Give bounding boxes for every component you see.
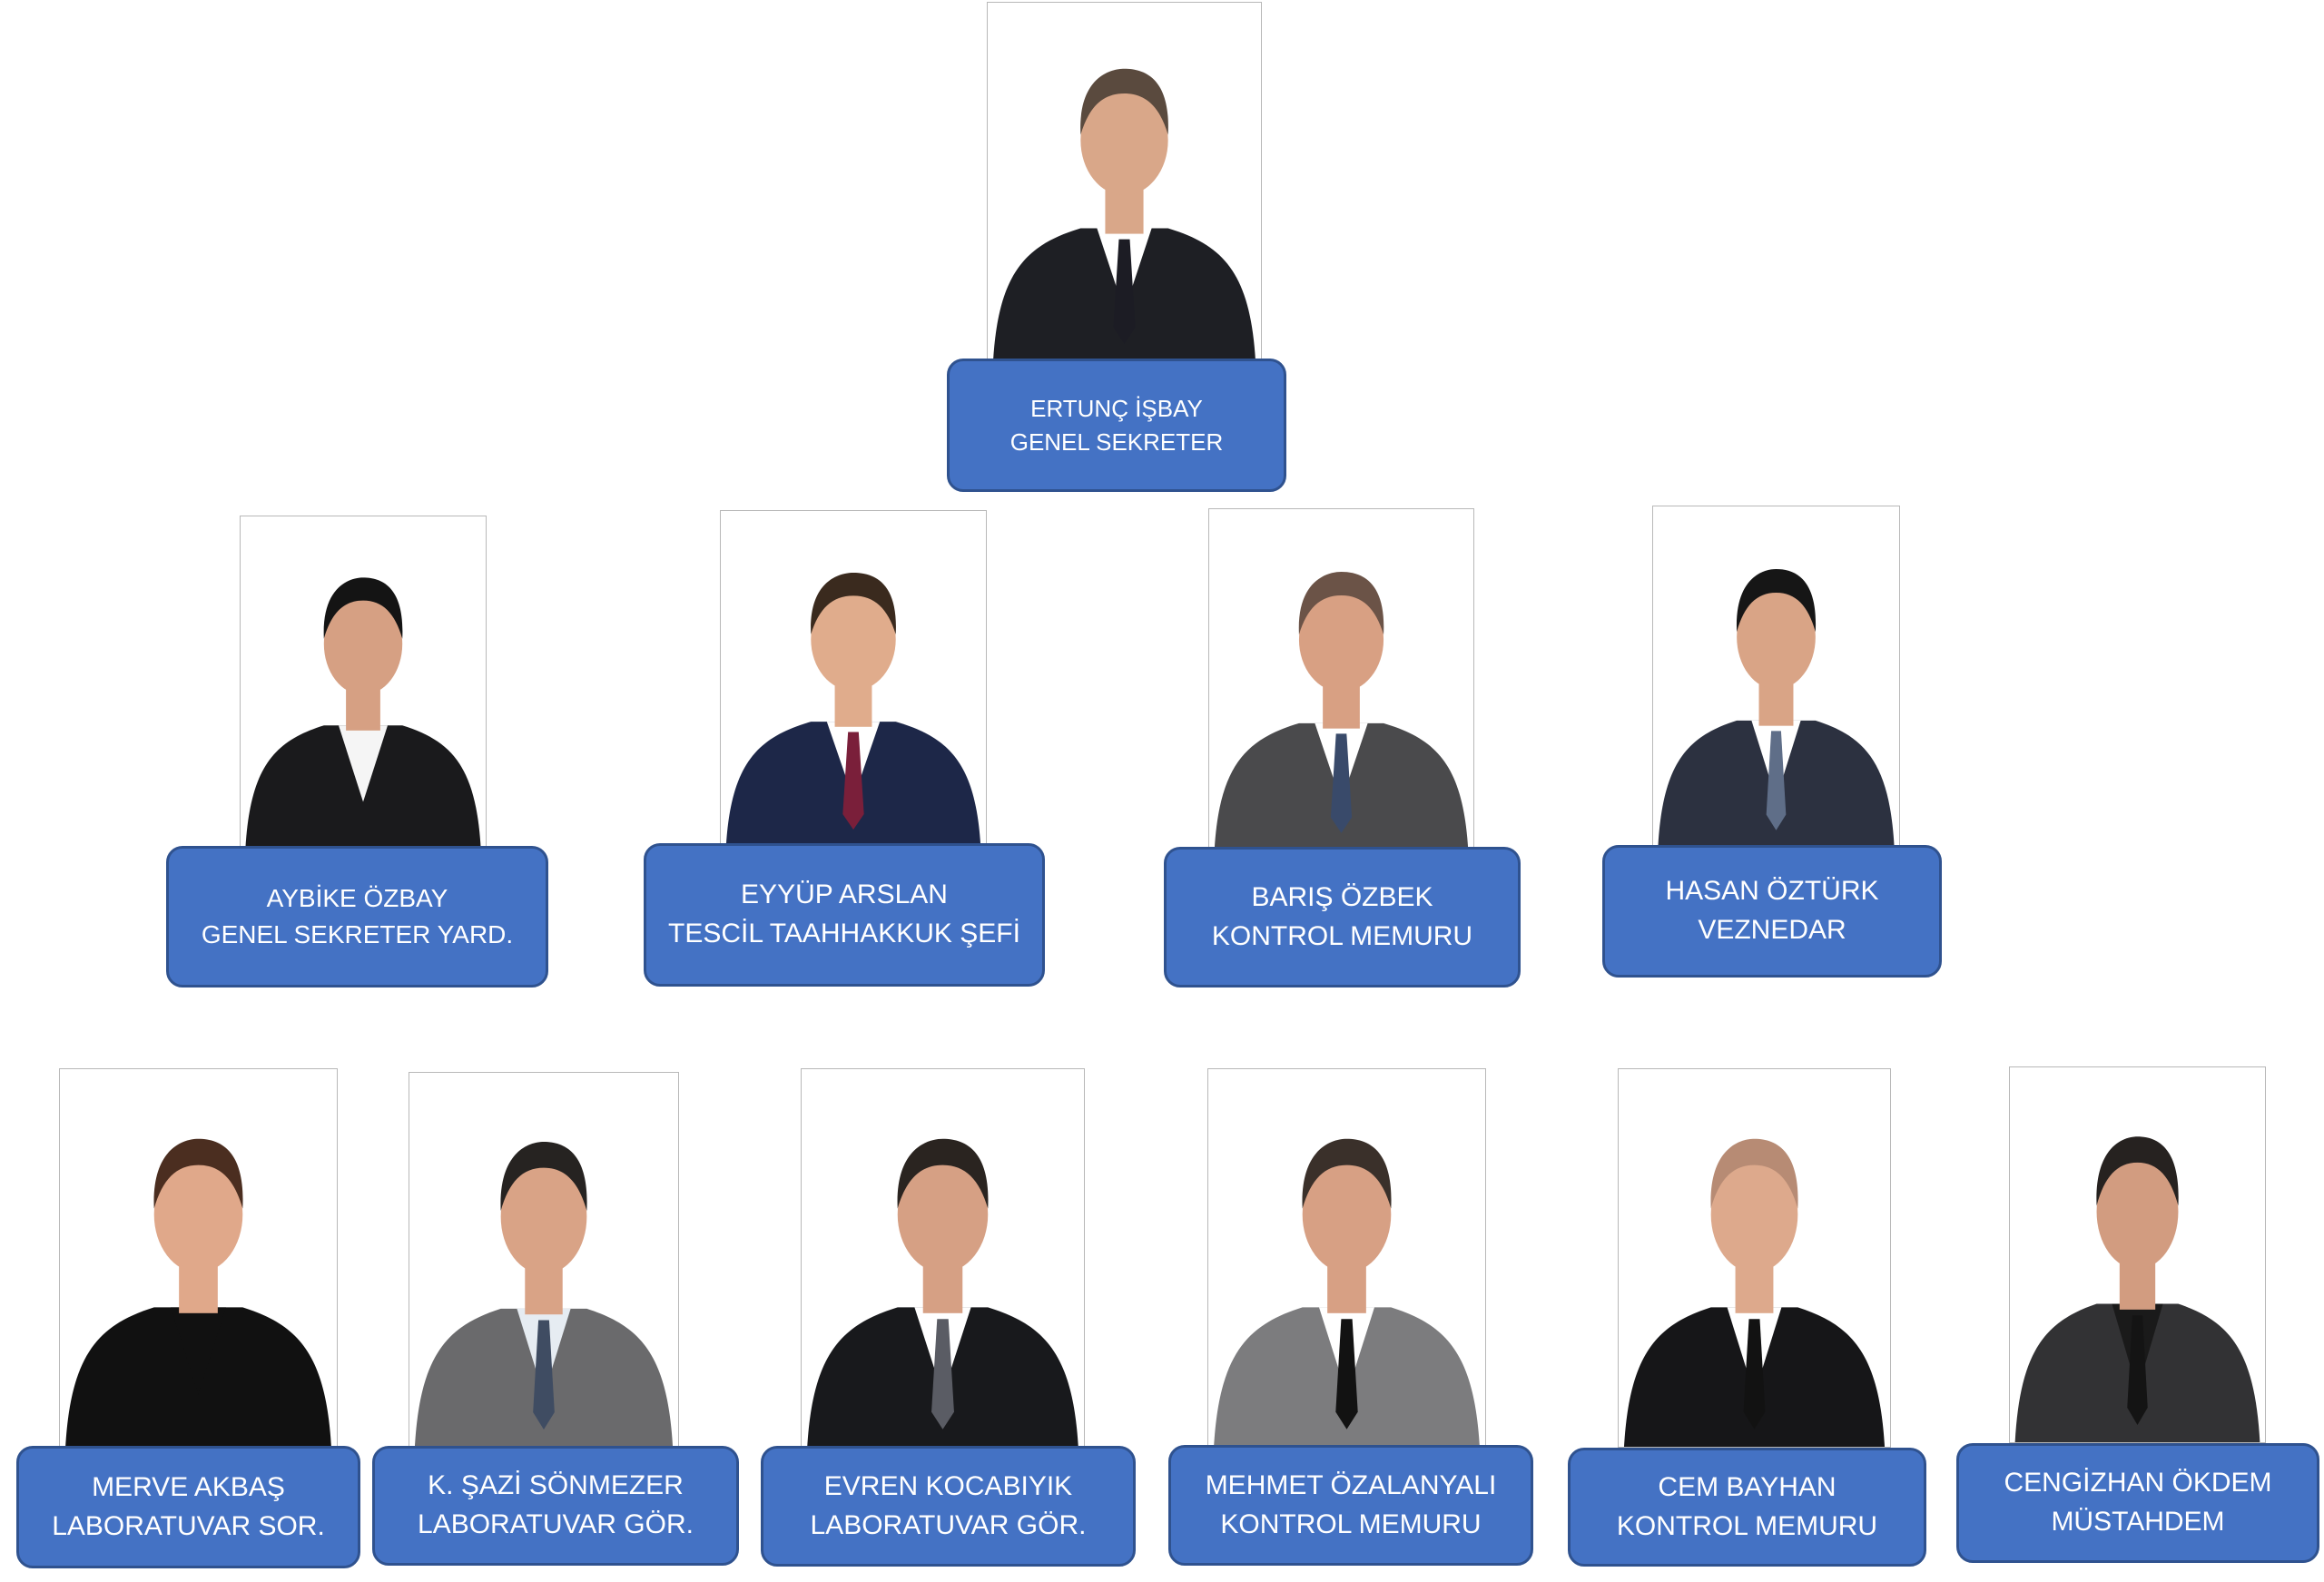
portrait-figure <box>414 1142 674 1447</box>
name-title-box: EYYÜP ARSLAN TESCİL TAAHHAKKUK ŞEFİ <box>644 843 1045 987</box>
portrait-figure <box>1623 1138 1886 1447</box>
name-title-box: HASAN ÖZTÜRK VEZNEDAR <box>1602 845 1942 978</box>
hair-shape <box>153 1138 243 1209</box>
name-title-box: CENGİZHAN ÖKDEM MÜSTAHDEM <box>1956 1443 2319 1563</box>
portrait-photo <box>409 1072 679 1448</box>
face-shape <box>153 1156 243 1272</box>
person-title: LABORATUVAR GÖR. <box>810 1509 1087 1540</box>
hair-shape <box>1080 68 1168 135</box>
name-title-box: AYBİKE ÖZBAY GENEL SEKRETER YARD. <box>166 846 548 988</box>
hair-shape <box>897 1138 989 1209</box>
shirt-shape <box>339 725 388 802</box>
name-title-box: ERTUNÇ İŞBAY GENEL SEKRETER <box>947 359 1286 492</box>
portrait-figure <box>65 1138 331 1447</box>
person-name: ERTUNÇ İŞBAY <box>1030 394 1203 422</box>
person-title: KONTROL MEMURU <box>1220 1508 1482 1539</box>
person-name: CEM BAYHAN <box>1658 1471 1837 1502</box>
portrait-figure <box>725 572 981 845</box>
portrait-photo <box>1652 506 1900 847</box>
person-name: HASAN ÖZTÜRK <box>1665 876 1879 907</box>
face-shape <box>811 587 896 692</box>
portrait-figure <box>807 1138 1078 1447</box>
hair-shape <box>1302 1138 1392 1209</box>
person-name: EVREN KOCABIYIK <box>823 1470 1073 1501</box>
hair-shape <box>811 572 896 634</box>
face-shape <box>1302 1156 1392 1272</box>
name-title-box: MEHMET ÖZALANYALI KONTROL MEMURU <box>1168 1445 1533 1566</box>
face-shape <box>1737 585 1816 690</box>
person-title: MÜSTAHDEM <box>2051 1507 2225 1537</box>
hair-shape <box>2096 1136 2179 1206</box>
person-title: KONTROL MEMURU <box>1211 920 1473 951</box>
person-title: TESCİL TAAHHAKKUK ŞEFİ <box>668 919 1020 948</box>
portrait-figure <box>993 68 1256 360</box>
face-shape <box>1298 587 1384 693</box>
hair-shape <box>1736 569 1817 633</box>
portrait-photo <box>59 1068 338 1448</box>
portrait-photo <box>240 516 487 849</box>
person-title: GENEL SEKRETER <box>1009 427 1224 456</box>
name-title-box: EVREN KOCABIYIK LABORATUVAR GÖR. <box>761 1446 1136 1567</box>
hair-shape <box>500 1142 587 1212</box>
portrait-figure <box>245 577 481 848</box>
person-name: K. ŞAZİ SÖNMEZER <box>428 1470 684 1501</box>
tie-shape <box>931 1319 954 1430</box>
person-name: MEHMET ÖZALANYALI <box>1205 1469 1497 1500</box>
shirt-shape <box>171 1307 226 1395</box>
hair-shape <box>1298 572 1384 635</box>
name-title-box: CEM BAYHAN KONTROL MEMURU <box>1568 1448 1926 1567</box>
face-shape <box>1080 84 1168 196</box>
person-title: VEZNEDAR <box>1698 915 1846 945</box>
portrait-photo <box>801 1068 1085 1448</box>
portrait-photo <box>987 2 1262 361</box>
person-name: MERVE AKBAŞ <box>92 1471 285 1502</box>
person-name: CENGİZHAN ÖKDEM <box>2004 1468 2272 1498</box>
portrait-figure <box>1658 569 1895 846</box>
face-shape <box>1710 1156 1798 1272</box>
tie-shape <box>842 732 864 830</box>
person-title: LABORATUVAR SOR. <box>52 1510 325 1541</box>
person-title: GENEL SEKRETER YARD. <box>201 920 514 948</box>
person-title: KONTROL MEMURU <box>1616 1510 1878 1541</box>
portrait-photo <box>2009 1066 2266 1443</box>
portrait-figure <box>2014 1136 2260 1442</box>
tie-shape <box>1335 1319 1358 1430</box>
face-shape <box>323 593 403 695</box>
portrait-photo <box>1618 1068 1891 1448</box>
portrait-photo <box>720 510 987 846</box>
face-shape <box>500 1159 587 1274</box>
tie-shape <box>533 1320 555 1430</box>
name-title-box: BARIŞ ÖZBEK KONTROL MEMURU <box>1164 847 1521 988</box>
name-title-box: K. ŞAZİ SÖNMEZER LABORATUVAR GÖR. <box>372 1446 739 1566</box>
person-name: AYBİKE ÖZBAY <box>266 884 448 913</box>
name-title-box: MERVE AKBAŞ LABORATUVAR SOR. <box>16 1446 360 1568</box>
portrait-photo <box>1208 508 1474 850</box>
tie-shape <box>1766 731 1787 830</box>
person-title: LABORATUVAR GÖR. <box>418 1509 694 1539</box>
person-name: BARIŞ ÖZBEK <box>1251 881 1433 912</box>
face-shape <box>897 1156 989 1272</box>
hair-shape <box>323 577 403 639</box>
hair-shape <box>1710 1138 1798 1209</box>
portrait-figure <box>1214 572 1469 849</box>
face-shape <box>2096 1154 2179 1270</box>
tie-shape <box>1743 1319 1766 1430</box>
tie-shape <box>1330 733 1353 833</box>
tie-shape <box>1113 239 1136 344</box>
portrait-figure <box>1214 1138 1480 1447</box>
portrait-photo <box>1207 1068 1486 1448</box>
person-name: EYYÜP ARSLAN <box>741 879 948 910</box>
tie-shape <box>2127 1315 2148 1425</box>
